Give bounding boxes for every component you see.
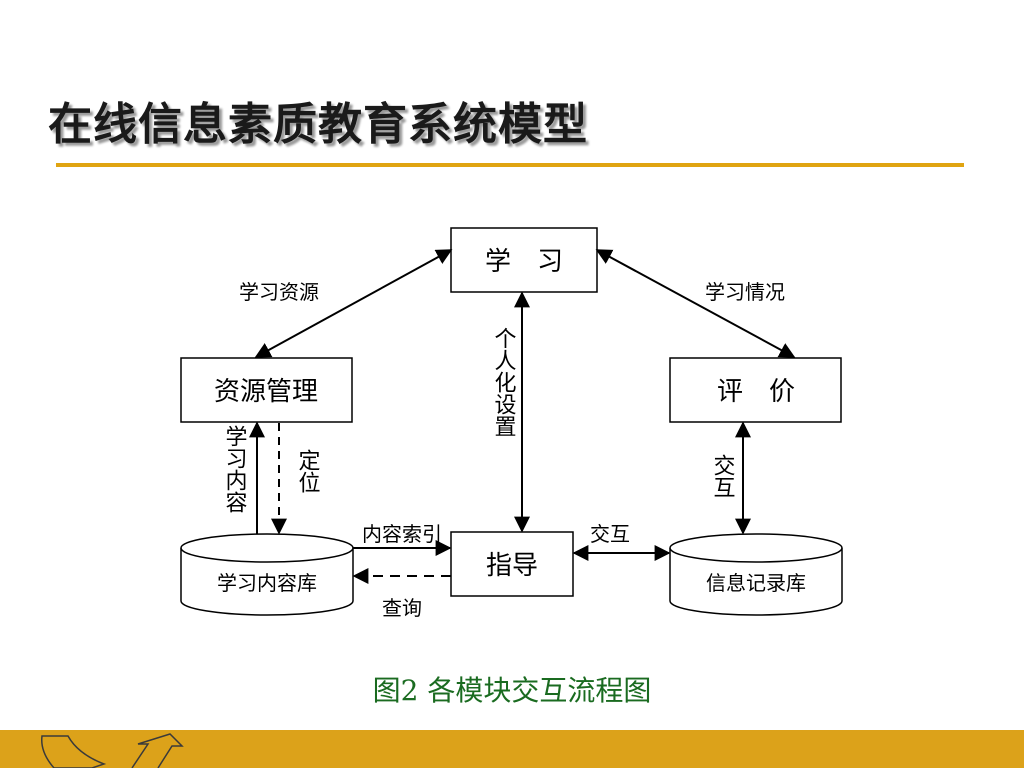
query-label: 查询 <box>382 596 422 620</box>
title-underline <box>56 163 964 167</box>
content-db-node <box>180 533 354 616</box>
page-title: 在线信息素质教育系统模型 <box>48 99 588 150</box>
resource-mgmt-label: 资源管理 <box>214 377 318 407</box>
learning-status-label: 学习情况 <box>705 280 785 304</box>
guide-node <box>450 531 574 597</box>
record-db-label: 信息记录库 <box>706 571 806 595</box>
learning-content-label: 学习内容 <box>222 425 248 513</box>
content-db-label: 学习内容库 <box>217 571 317 595</box>
learn-node <box>450 227 598 293</box>
content-index-label: 内容索引 <box>362 522 442 546</box>
decorative-arrows-icon <box>41 733 184 768</box>
evaluate-node <box>669 357 842 423</box>
guide-label: 指导 <box>486 551 538 581</box>
resource-mgmt-node <box>180 357 353 423</box>
personalization-label: 个人化设置 <box>491 327 517 437</box>
learn-evaluate-arrow <box>595 249 796 358</box>
learn-resource-arrow <box>254 249 453 358</box>
footer-band <box>0 730 1024 768</box>
interact-bottom-label: 交互 <box>590 522 630 546</box>
learn-label: 学 习 <box>485 247 563 277</box>
figure-caption: 图2 各模块交互流程图 <box>372 674 652 707</box>
interact-right-label: 交互 <box>710 454 735 498</box>
learning-resources-label: 学习资源 <box>239 280 319 304</box>
evaluate-label: 评 价 <box>717 377 795 407</box>
locate-label: 定位 <box>295 449 321 493</box>
record-db-node <box>669 533 843 616</box>
